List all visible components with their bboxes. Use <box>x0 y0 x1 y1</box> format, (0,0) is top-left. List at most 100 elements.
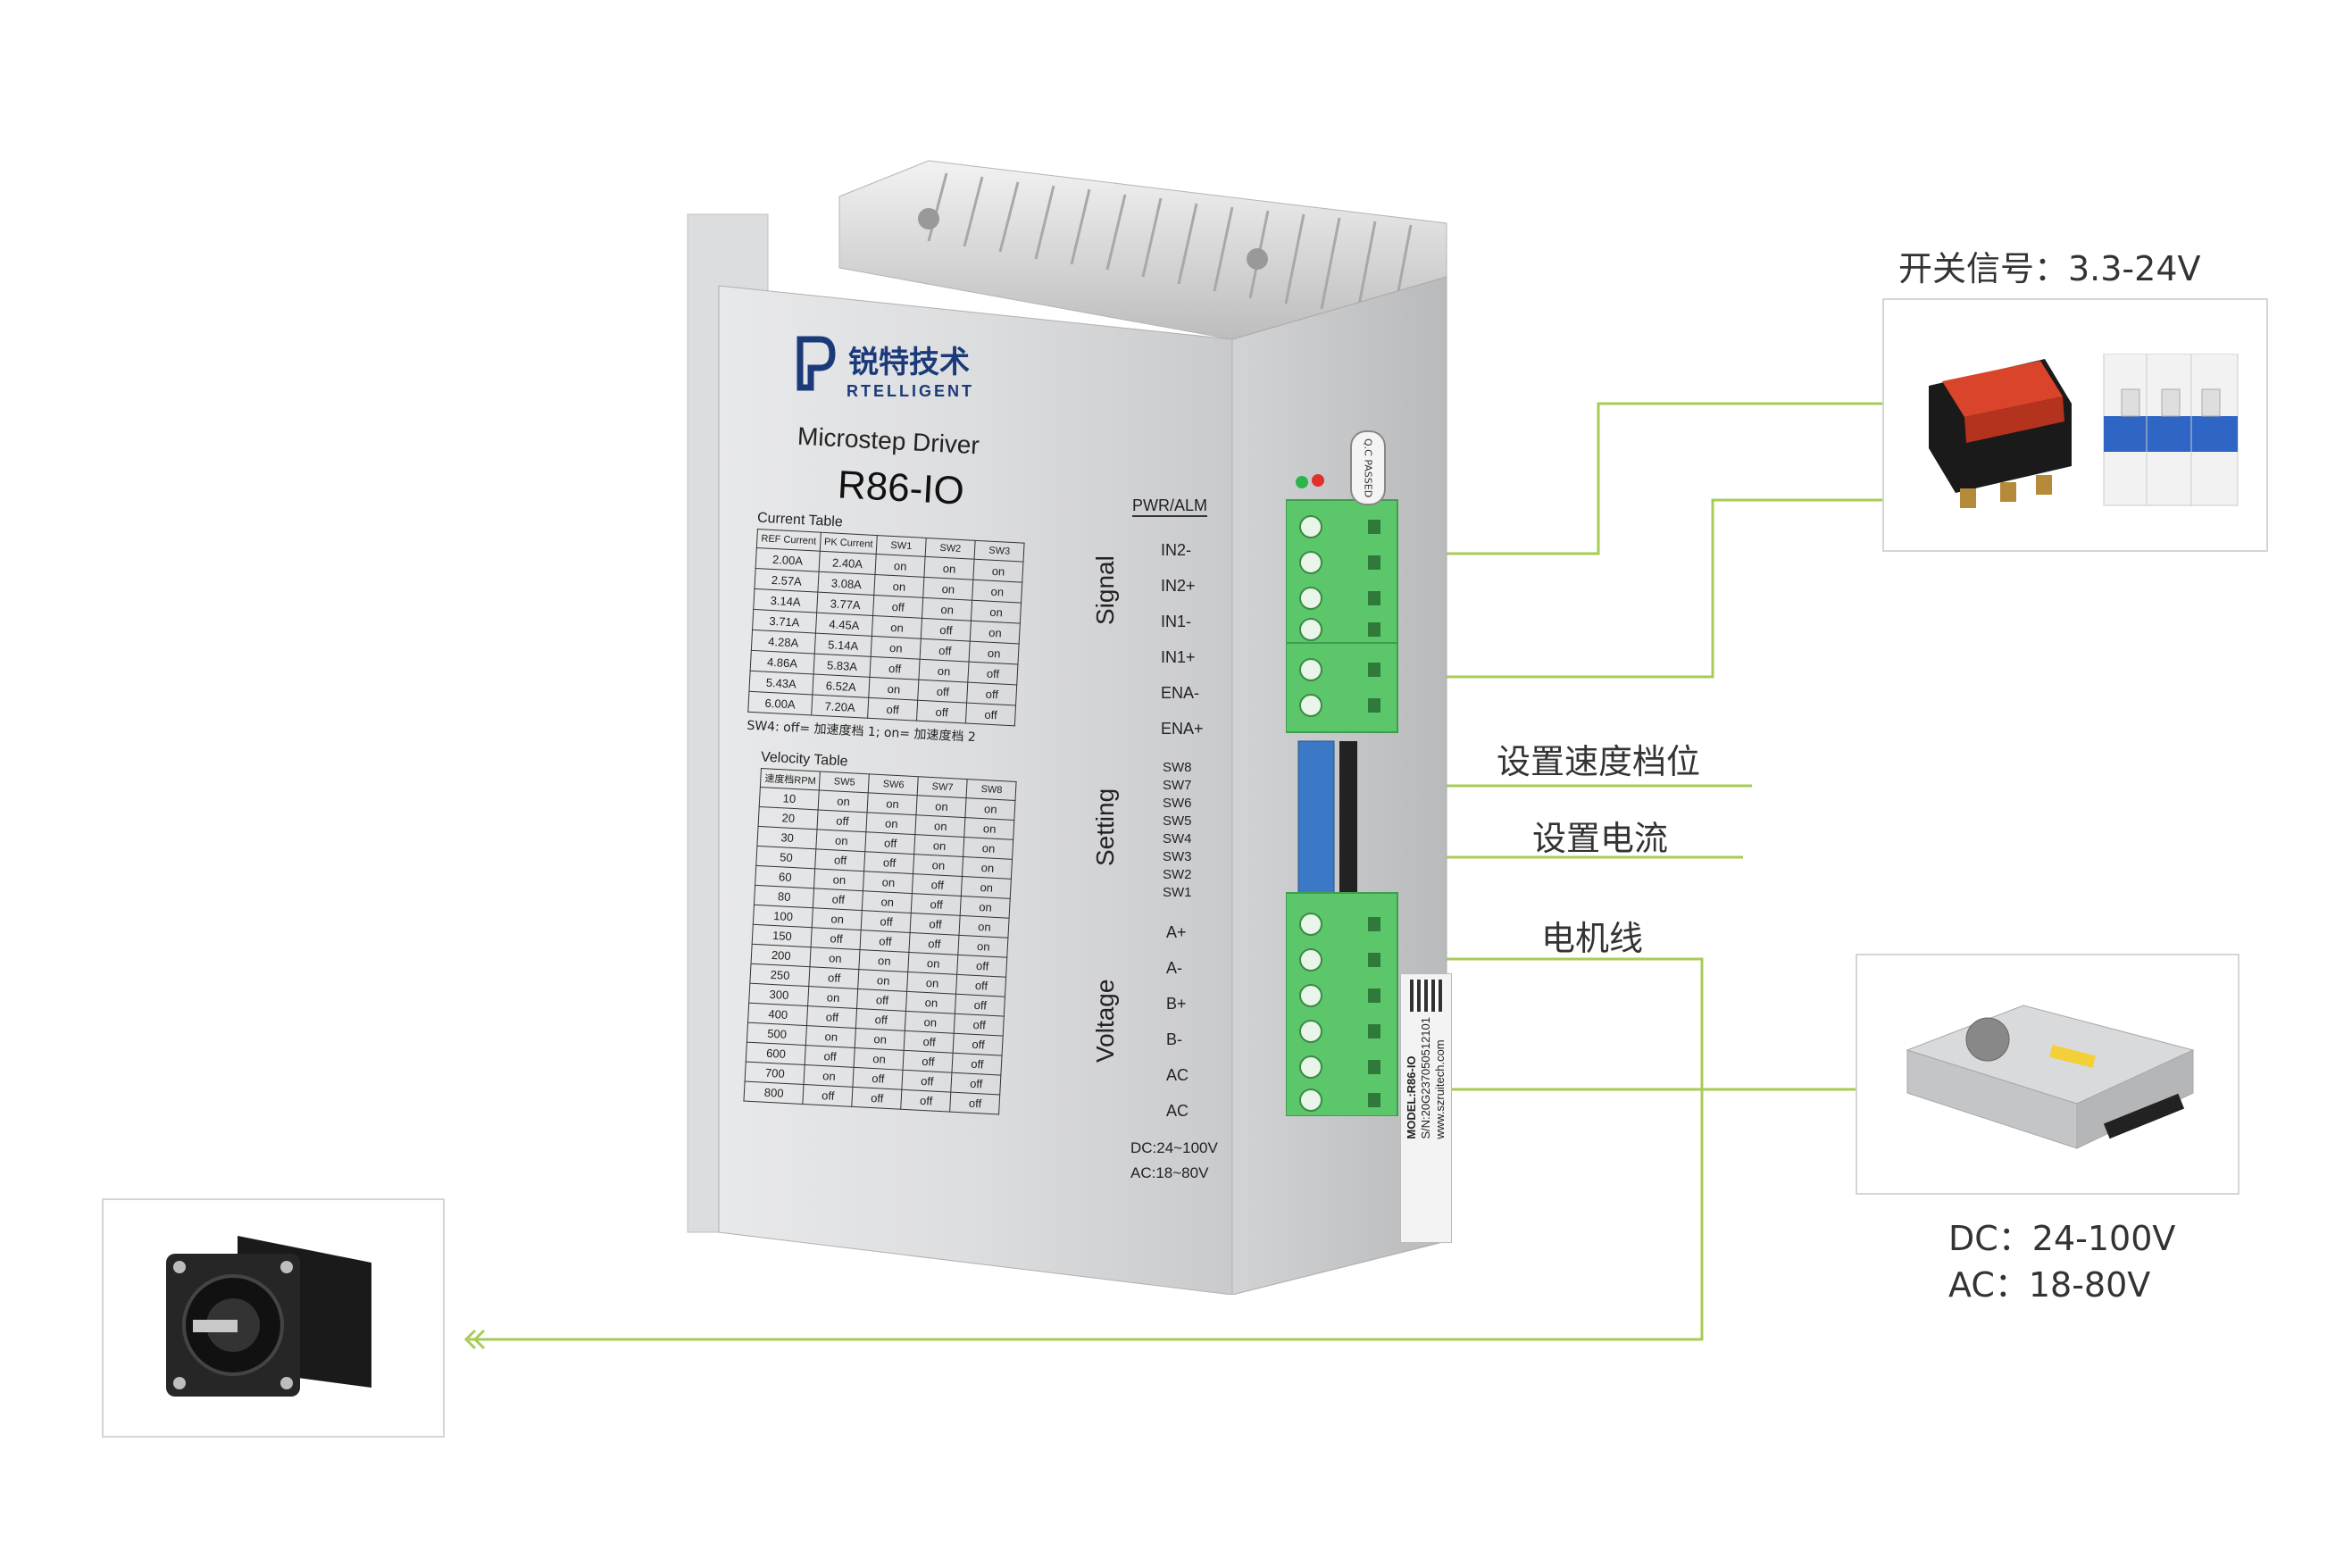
velocity-cell: off <box>955 994 1005 1017</box>
velocity-cell: on <box>805 1025 856 1048</box>
current-cell: off <box>920 638 971 663</box>
voltage-pin-label: B+ <box>1166 995 1187 1013</box>
setting-pin-label: SW7 <box>1163 778 1192 793</box>
current-cell: off <box>917 680 968 704</box>
velocity-cell: on <box>855 1028 905 1051</box>
motor-line <box>469 957 1704 1341</box>
velocity-cell: off <box>903 1050 954 1073</box>
current-cell: on <box>919 659 970 683</box>
current-cell: off <box>916 700 967 724</box>
setting-pin-label: SW3 <box>1163 849 1192 864</box>
pwr-led-icon <box>1296 476 1308 488</box>
qr-code-icon <box>1410 980 1442 1012</box>
velocity-cell: off <box>865 831 916 855</box>
side-serial: S/N:20G237050512101 <box>1419 1017 1432 1139</box>
velocity-cell: off <box>864 851 915 874</box>
current-cell: on <box>973 559 1024 583</box>
power-supply-image-box <box>1856 954 2239 1195</box>
current-cell: off <box>965 703 1016 726</box>
qc-sticker: Q.C PASSED <box>1350 430 1386 505</box>
velocity-cell: off <box>952 1053 1003 1076</box>
side-model: MODEL:R86-IO <box>1405 1055 1418 1139</box>
signal-pin-label: IN2- <box>1161 541 1192 559</box>
terminal-blocks <box>1286 474 1398 1116</box>
velocity-cell: on <box>867 792 918 815</box>
current-cell: 6.52A <box>812 674 871 698</box>
current-header-cell: SW3 <box>974 540 1025 563</box>
velocity-cell: on <box>914 834 965 857</box>
velocity-cell: on <box>810 947 861 970</box>
velocity-cell: off <box>805 1045 855 1068</box>
velocity-cell: off <box>953 1033 1004 1056</box>
current-header-cell: SW1 <box>876 535 927 557</box>
velocity-cell: off <box>852 1087 903 1110</box>
velocity-cell: off <box>912 873 963 897</box>
motor-wire-label: 电机线 <box>1541 919 1644 958</box>
velocity-cell: off <box>803 1084 854 1107</box>
velocity-cell: on <box>908 952 959 975</box>
velocity-cell: off <box>817 809 868 832</box>
velocity-cell: off <box>954 1013 1005 1037</box>
rocker-switch-icon <box>1929 359 2072 508</box>
velocity-cell: off <box>955 974 1007 997</box>
circuit-breaker-icon <box>2103 354 2239 506</box>
velocity-cell: on <box>804 1064 855 1088</box>
current-cell: off <box>921 618 972 642</box>
velocity-cell: on <box>818 789 869 813</box>
signal-pin-label: ENA+ <box>1161 720 1204 738</box>
current-cell: off <box>867 697 918 721</box>
signal-pin-label: IN1- <box>1161 613 1192 630</box>
current-cell: on <box>924 556 975 580</box>
brand-en: RTELLIGENT <box>847 382 974 400</box>
velocity-cell: on <box>965 797 1016 821</box>
voltage-pin-label: AC <box>1166 1102 1189 1120</box>
current-cell: off <box>872 595 923 619</box>
voltage-pin-label: A- <box>1166 959 1182 977</box>
velocity-cell: off <box>861 910 912 933</box>
current-cell: 5.14A <box>814 633 872 657</box>
brand-cn: 锐特技术 <box>848 345 970 380</box>
velocity-cell: on <box>913 854 964 877</box>
velocity-cell: off <box>901 1089 952 1113</box>
current-cell: on <box>868 677 920 701</box>
velocity-cell: 800 <box>743 1081 805 1105</box>
velocity-cell: on <box>808 986 859 1009</box>
setting-pin-label: SW4 <box>1163 831 1192 847</box>
velocity-header-cell: SW5 <box>819 771 870 793</box>
velocity-cell: on <box>854 1047 905 1071</box>
ac-spec: AC:18~80V <box>1130 1164 1209 1181</box>
voltage-group-label: Voltage <box>1091 979 1119 1063</box>
current-cell: 7.20A <box>811 694 869 719</box>
current-cell: on <box>922 597 972 621</box>
velocity-cell: on <box>812 907 863 930</box>
velocity-cell: on <box>963 837 1014 860</box>
velocity-cell: on <box>813 868 865 891</box>
velocity-header-cell: SW6 <box>868 773 919 796</box>
current-header-cell: SW2 <box>925 538 976 560</box>
velocity-cell: on <box>905 1011 955 1034</box>
velocity-cell: off <box>860 930 911 953</box>
current-cell: off <box>967 662 1019 685</box>
velocity-header-cell: SW8 <box>966 779 1017 801</box>
power-supply-icon <box>1906 1005 2195 1149</box>
signal-pin-label: IN1+ <box>1161 648 1196 666</box>
velocity-cell: off <box>902 1070 953 1093</box>
current-cell: off <box>966 682 1017 705</box>
side-website: www.szruitech.com <box>1433 1039 1447 1139</box>
side-label-sticker: MODEL:R86-IO S/N:20G237050512101 www.szr… <box>1400 973 1452 1243</box>
current-cell: on <box>971 600 1022 624</box>
velocity-cell: on <box>816 829 867 852</box>
velocity-cell: off <box>813 888 863 911</box>
velocity-cell: off <box>951 1072 1002 1096</box>
velocity-cell: on <box>859 949 910 972</box>
current-cell: 4.45A <box>815 613 873 637</box>
voltage-pin-label: AC <box>1166 1066 1189 1084</box>
stepper-motor-icon <box>166 1236 371 1397</box>
current-setting-label: 设置电流 <box>1532 819 1669 858</box>
current-cell: 3.08A <box>817 571 876 596</box>
model-name: R86-IO <box>836 463 966 513</box>
setting-pin-label: SW6 <box>1163 796 1192 811</box>
dc-spec: DC:24~100V <box>1130 1139 1218 1156</box>
